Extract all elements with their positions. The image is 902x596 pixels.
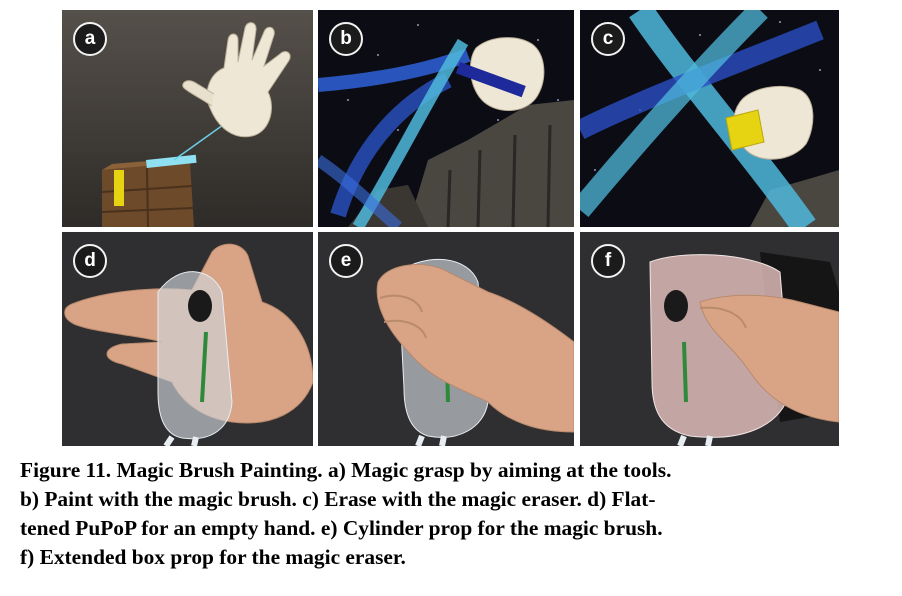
panel-label: c — [591, 22, 625, 56]
panel-f: f — [580, 232, 839, 446]
photo-flattened-pupop-empty-hand-icon — [62, 232, 313, 446]
panel-label: b — [329, 22, 363, 56]
panel-b: b — [318, 10, 574, 227]
panel-e: e — [318, 232, 574, 446]
caption-line: Figure 11. Magic Brush Painting. a) Magi… — [20, 458, 672, 482]
panel-a: a — [62, 10, 313, 227]
caption-line: f) Extended box prop for the magic erase… — [20, 545, 406, 569]
caption-line: b) Paint with the magic brush. c) Erase … — [20, 487, 656, 511]
panel-label: d — [73, 244, 107, 278]
vr-hand-aiming-at-tools-icon — [62, 10, 313, 227]
vr-hand-erasing-with-eraser-icon — [580, 10, 839, 227]
caption-line: tened PuPoP for an empty hand. e) Cylind… — [20, 516, 663, 540]
panel-label: f — [591, 244, 625, 278]
panel-label: e — [329, 244, 363, 278]
figure-caption: Figure 11. Magic Brush Painting. a) Magi… — [20, 456, 886, 572]
panel-c: c — [580, 10, 839, 227]
panel-label: a — [73, 22, 107, 56]
panel-d: d — [62, 232, 313, 446]
